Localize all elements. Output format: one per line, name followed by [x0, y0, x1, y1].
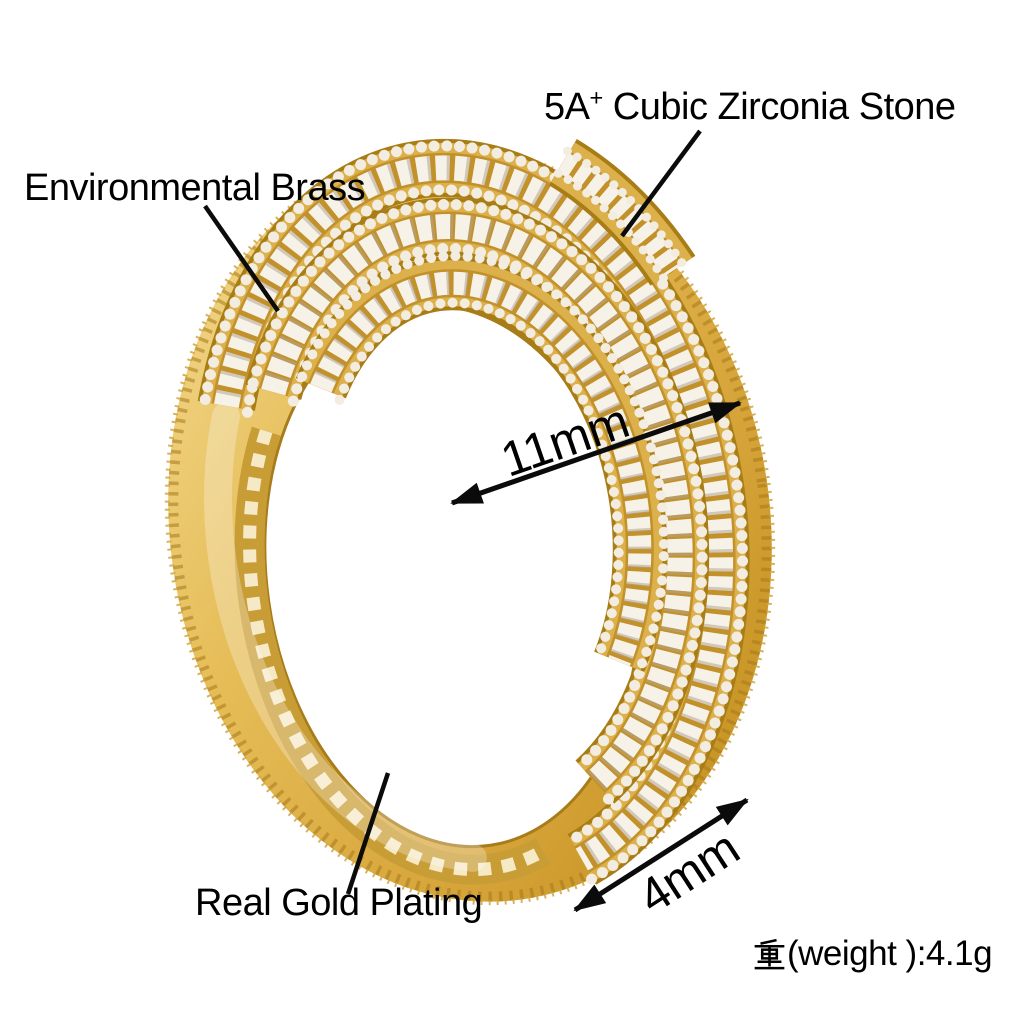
- leader-line-plating: [345, 772, 391, 895]
- arrowhead-down-icon: [573, 884, 607, 912]
- stone-row-inner: [295, 251, 669, 679]
- ring-band: [164, 138, 776, 906]
- stone-label-superscript: +: [589, 84, 603, 111]
- leader-line-stone: [620, 129, 702, 238]
- stone-label-prefix: 5A: [544, 86, 590, 128]
- kanji-weight-glyph-icon: [754, 939, 785, 970]
- weight-value-text: (weight ):4.1g: [787, 934, 993, 973]
- label-weight: 重 (weight ):4.1g: [753, 934, 993, 974]
- ring-slot-cutouts: [243, 429, 547, 876]
- label-environmental-brass: Environmental Brass: [24, 167, 366, 209]
- leader-lines: [203, 129, 702, 895]
- stone-row-tip: [548, 139, 696, 286]
- ring-serrated-edge: [168, 148, 772, 902]
- label-cubic-zirconia: 5A+ Cubic Zirconia Stone: [544, 86, 956, 130]
- arrowhead-left-icon: [450, 482, 484, 504]
- width-measure-arrow: [450, 400, 742, 506]
- band-highlight: [204, 402, 487, 872]
- label-real-gold-plating: Real Gold Plating: [195, 882, 483, 924]
- leader-line-brass: [203, 204, 280, 313]
- stone-row-middle: [245, 197, 710, 806]
- arrowhead-up-icon: [715, 798, 749, 826]
- thickness-measure-arrow: [573, 797, 749, 913]
- arrowhead-right-icon: [708, 402, 742, 424]
- stone-label-text: Cubic Zirconia Stone: [602, 86, 956, 128]
